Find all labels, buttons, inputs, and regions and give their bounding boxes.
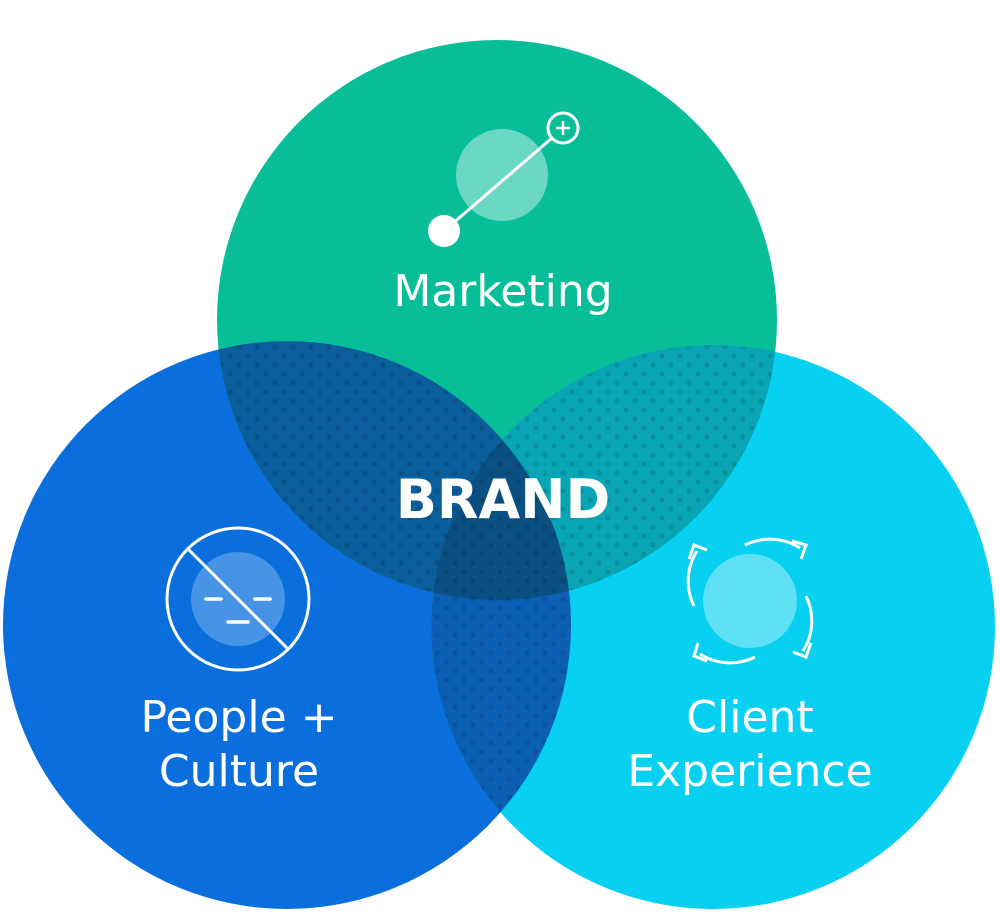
- overlap-marketing-people: [217, 341, 571, 600]
- client-experience-label-line1: Client: [686, 692, 813, 743]
- connect-line-plus-icon: [428, 111, 580, 247]
- people-culture-label-line2: Culture: [159, 746, 319, 797]
- people-culture-label-line1: People +: [140, 692, 337, 743]
- overlap-marketing-client: [431, 345, 777, 600]
- refresh-cycle-icon: [686, 537, 814, 665]
- no-neutral-face-icon: [165, 526, 311, 672]
- brand-label: BRAND: [396, 468, 611, 531]
- client-experience-label-line2: Experience: [627, 746, 872, 797]
- marketing-label: Marketing: [393, 266, 612, 317]
